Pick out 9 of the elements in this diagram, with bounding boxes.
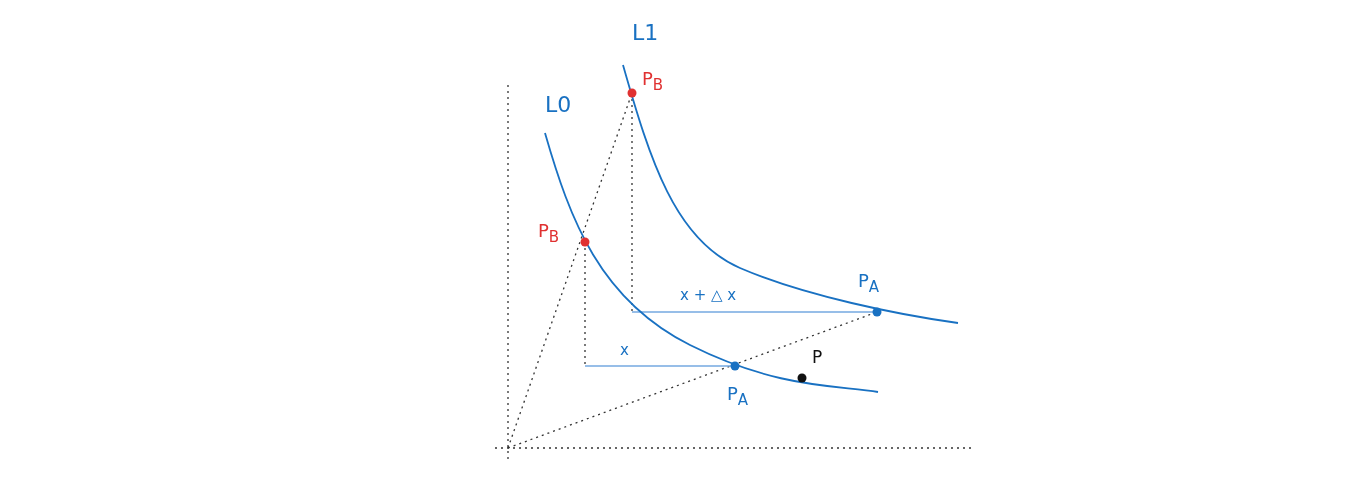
point-label: P — [812, 349, 823, 366]
point-label: P$_{A}$ — [858, 272, 880, 295]
curve-label: L0 — [545, 94, 572, 116]
point-label: P$_{B}$ — [642, 70, 664, 93]
segment-label: x — [620, 343, 629, 358]
point-label: P$_{B}$ — [538, 222, 560, 245]
curve-label: L1 — [632, 22, 659, 44]
point-label: P$_{A}$ — [727, 385, 749, 408]
segment-label: x + △ x — [680, 288, 737, 303]
